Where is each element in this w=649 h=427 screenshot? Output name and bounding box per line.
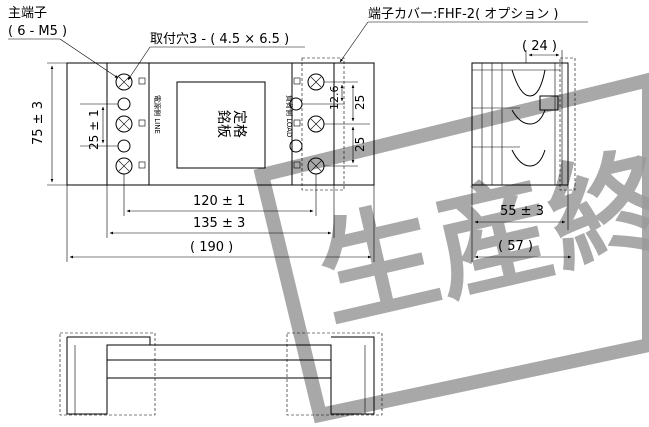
width-135-dimension: 135 ± 3 — [193, 216, 245, 231]
width-190-dimension: ( 190 ) — [190, 240, 233, 255]
line-side-label: 電源側 LINE — [153, 95, 162, 134]
side-55-dimension: 55 ± 3 — [500, 204, 544, 219]
left-dimensions: 75 ± 3 25 ± 1 — [31, 62, 118, 186]
right-dimensions: 12.6 25 25 — [302, 81, 370, 167]
rating-plate-line2: 銘板 — [215, 110, 231, 138]
discontinued-stamp: 生産終 — [253, 72, 649, 424]
bottom-dimensions: 120 ± 1 135 ± 3 ( 190 ) — [66, 174, 375, 262]
line-terminal-screws — [115, 73, 146, 175]
main-terminal-label: 主端子 — [8, 6, 47, 21]
side-terminal-cover-outline — [559, 57, 576, 191]
side-view-outline — [471, 62, 569, 186]
right-25b-dimension: 25 — [353, 137, 367, 152]
filter-body-outline — [66, 62, 375, 186]
mounting-hole-leader — [127, 46, 151, 81]
line-terminal-block — [106, 62, 150, 186]
side-view: ( 24 ) 55 ± 3 ( 57 ) — [471, 39, 576, 262]
side-24-dimension: ( 24 ) — [522, 39, 557, 54]
rating-plate — [176, 81, 266, 169]
terminal-cover-label: 端子カバー:FHF-2( オプション ) — [368, 7, 558, 22]
pitch-dimension-left: 25 ± 1 — [87, 109, 101, 150]
width-120-dimension: 120 ± 1 — [193, 194, 245, 209]
right-25a-dimension: 25 — [353, 95, 367, 110]
right-12-6-dimension: 12.6 — [328, 86, 341, 111]
main-terminal-spec: ( 6 - M5 ) — [8, 24, 67, 39]
terminal-cover-leader — [339, 21, 369, 63]
main-terminal-leader — [59, 38, 119, 79]
rating-plate-line1: 定格 — [231, 110, 247, 138]
side-57-dimension: ( 57 ) — [498, 239, 533, 254]
bottom-view — [59, 332, 383, 416]
height-dimension: 75 ± 3 — [31, 101, 46, 145]
mounting-hole-label: 取付穴3 - ( 4.5 × 6.5 ) — [150, 32, 289, 47]
load-side-label: 負荷側 LOAD — [285, 95, 294, 137]
